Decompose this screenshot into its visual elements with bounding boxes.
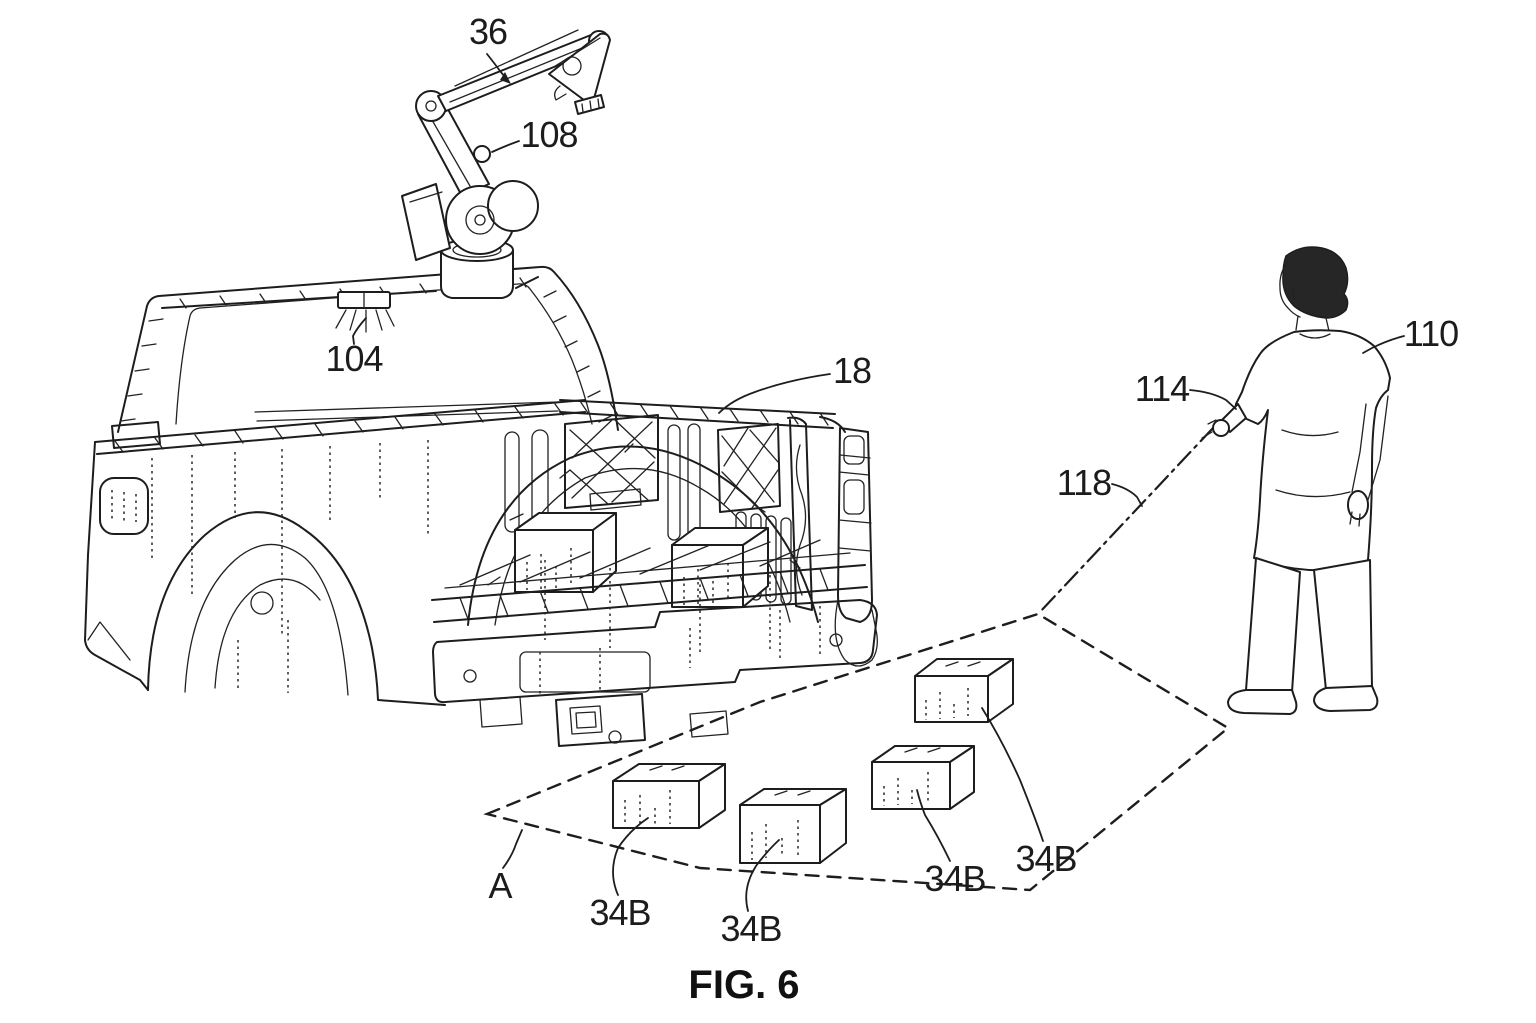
label-110: 110 [1404,313,1458,354]
person-right-shoe [1313,685,1379,712]
reference-labels: 36 108 104 18 110 114 118 A 34B 34B 34B … [325,11,1459,1007]
label-118: 118 [1057,462,1111,503]
person-left-shoe [1227,689,1298,715]
sensor-104 [335,291,395,333]
arrowhead-36 [500,72,511,84]
label-18: 18 [833,350,871,391]
label-34B-1: 34B [589,892,650,933]
person [1201,246,1391,715]
ground-box [739,788,847,864]
person-left-hand [1347,490,1369,520]
arm-pedestal [440,249,514,299]
label-114: 114 [1135,368,1189,409]
pointing-ray-line [1038,426,1215,614]
figure-caption: FIG. 6 [688,963,799,1007]
truck-cab [111,265,619,449]
person-left-arm [1351,395,1389,501]
hitch [555,693,646,747]
robot-arm [401,29,611,299]
fuel-door [99,477,149,535]
person-right-leg [1313,559,1373,691]
arm-end-effector [548,32,611,115]
bed-boxes [514,512,769,608]
person-hair [1282,246,1349,319]
ground-box [871,745,975,810]
ground-box [914,658,1014,723]
person-head [1279,261,1301,318]
truck [84,265,878,747]
bed-floor-sill [431,539,868,655]
bed-box [514,512,617,593]
label-34B-4: 34B [1015,838,1076,879]
target-area-outline [483,426,1231,892]
rear-bumper [432,599,878,747]
label-A: A [488,865,512,906]
leader-lines [352,53,1405,912]
person-shirt [1234,329,1391,572]
rear-pillar-taillight [787,416,878,667]
label-108: 108 [520,114,577,155]
sensor-rays [335,309,395,333]
label-104: 104 [325,338,382,379]
person-left-leg [1245,557,1301,693]
ground-box [612,763,726,829]
label-34B-3: 34B [924,858,985,899]
ground-boxes [612,658,1014,864]
bed-left-panel [84,440,446,706]
label-36: 36 [469,11,507,52]
label-34B-2: 34B [720,908,781,949]
arm-joint-108 [473,145,491,163]
arm-counterweight [401,183,451,261]
person-pointing-hand [1212,419,1230,437]
